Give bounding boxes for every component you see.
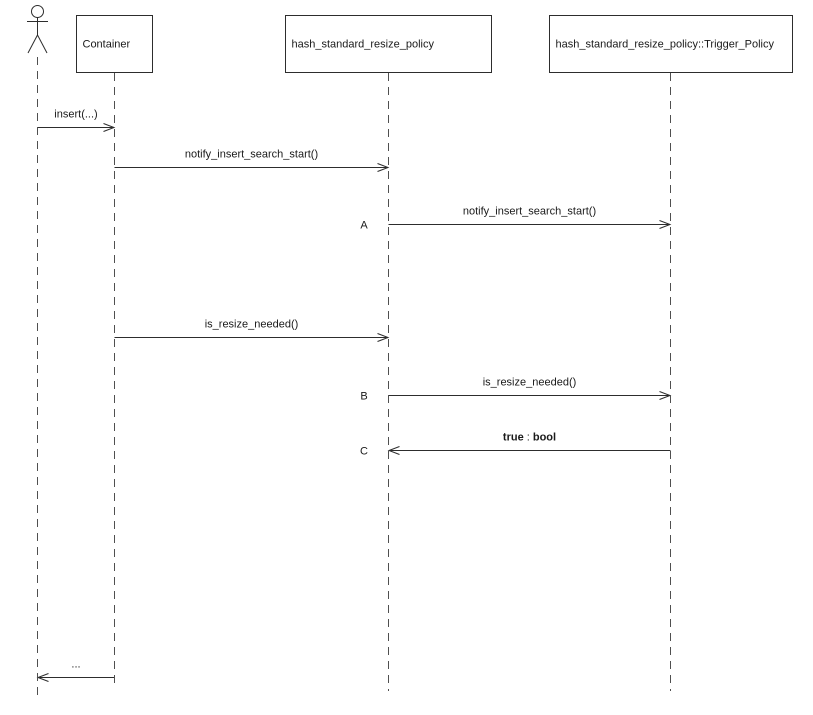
participant-box-hash-standard-resize-policy: [285, 15, 492, 73]
message-label-notify-insert-search-start-2: notify_insert_search_start(): [463, 206, 596, 218]
arrowhead-right-icon: [377, 163, 390, 172]
sequence-marker-a: A: [360, 220, 368, 232]
return-value-text: true: [503, 432, 524, 444]
message-is-resize-needed-1: [114, 333, 390, 342]
sequence-marker-c: C: [360, 446, 368, 458]
actor-right-leg: [37, 34, 48, 54]
message-label-insert: insert(...): [54, 109, 97, 121]
diagram-shapes: [27, 5, 793, 682]
message-label-ellipsis: ...: [71, 659, 80, 671]
message-return-true-bool: [387, 446, 671, 455]
actor-icon: [27, 5, 48, 54]
arrowhead-right-icon: [103, 123, 116, 132]
diagram-labels: Container hash_standard_resize_policy ha…: [54, 39, 774, 671]
actor-left-leg: [27, 34, 38, 54]
message-insert: [37, 123, 116, 132]
message-label-is-resize-needed-2: is_resize_needed(): [483, 377, 577, 389]
message-label-is-resize-needed-1: is_resize_needed(): [205, 319, 299, 331]
participant-label-container: Container: [83, 39, 131, 51]
participant-box-container: [76, 15, 153, 73]
return-separator-text: :: [524, 432, 533, 444]
message-notify-insert-search-start-1: [114, 163, 390, 172]
arrowhead-right-icon: [659, 220, 672, 229]
participant-label-hash-standard-resize-policy: hash_standard_resize_policy: [292, 39, 435, 51]
message-return-ellipsis: [36, 673, 115, 682]
sequence-marker-b: B: [360, 391, 367, 403]
arrowhead-right-icon: [377, 333, 390, 342]
actor-head: [31, 5, 44, 18]
message-is-resize-needed-2: [388, 391, 672, 400]
lifelines: [37, 57, 671, 697]
participant-label-trigger-policy: hash_standard_resize_policy::Trigger_Pol…: [556, 39, 775, 51]
arrowhead-left-icon: [387, 446, 400, 455]
return-type-text: bool: [533, 432, 556, 444]
message-label-notify-insert-search-start-1: notify_insert_search_start(): [185, 149, 318, 161]
message-notify-insert-search-start-2: [388, 220, 672, 229]
message-label-true-bool: true : bool: [503, 432, 556, 444]
participant-box-trigger-policy: [549, 15, 793, 73]
